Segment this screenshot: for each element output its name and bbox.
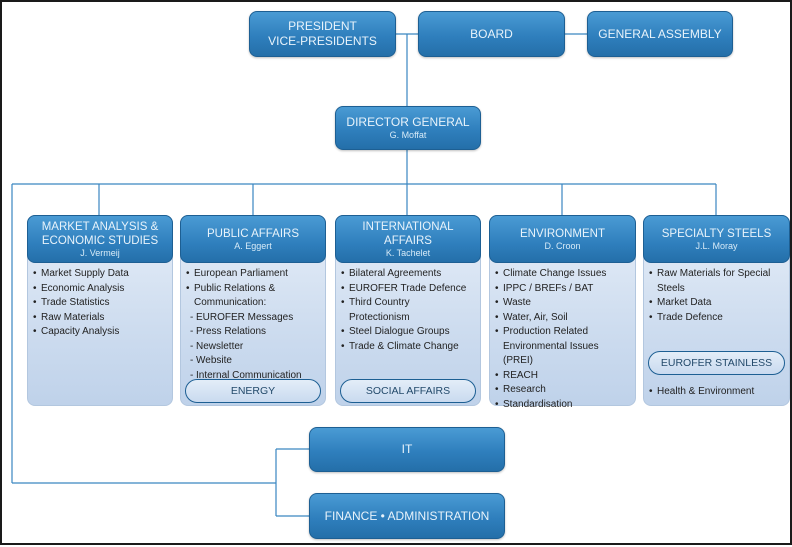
list-item: Environmental Issues (PREI): [503, 340, 599, 367]
list-item: Communication:: [194, 297, 267, 308]
list-item: REACH: [495, 369, 631, 384]
column-title: MARKET ANALYSIS &: [41, 220, 159, 233]
list-item: Climate Change Issues: [495, 267, 631, 282]
list-item: Bilateral Agreements: [341, 267, 476, 282]
list-item: EUROFER Trade Defence: [341, 282, 476, 297]
list-item: Newsletter: [186, 340, 321, 355]
list-item: Research: [495, 383, 631, 398]
responsibility-list: Raw Materials for SpecialSteelsMarket Da…: [649, 267, 785, 325]
sub-unit-pill: EUROFER STAINLESS: [648, 351, 785, 375]
responsibility-list: Climate Change IssuesIPPC / BREFs / BATW…: [495, 267, 631, 412]
it-label: IT: [401, 442, 413, 456]
column-head-name: J. Vermeij: [80, 247, 120, 258]
list-item: Production Related: [495, 325, 631, 340]
list-item: Steels: [657, 282, 685, 294]
list-item: Public Relations &: [186, 282, 321, 297]
it-box: IT: [309, 427, 505, 472]
sub-unit-pill: SOCIAL AFFAIRS: [340, 379, 476, 403]
board-box: BOARD: [418, 11, 565, 57]
list-item: Market Supply Data: [33, 267, 168, 282]
list-item: Steel Dialogue Groups: [341, 325, 476, 340]
finance-administration-box: FINANCE • ADMINISTRATION: [309, 493, 505, 539]
board-label: BOARD: [470, 26, 513, 41]
column-head-name: D. Croon: [544, 240, 581, 251]
director-general-box: DIRECTOR GENERAL G. Moffat: [335, 106, 481, 150]
list-item: European Parliament: [186, 267, 321, 282]
list-item: IPPC / BREFs / BAT: [495, 282, 631, 297]
list-item: Internal Communication: [186, 369, 321, 384]
list-item: Water, Air, Soil: [495, 311, 631, 326]
list-item: Waste: [495, 296, 631, 311]
column-title: AFFAIRS: [384, 234, 432, 247]
column-title: ECONOMIC STUDIES: [41, 234, 159, 247]
director-title: DIRECTOR GENERAL: [346, 115, 470, 129]
director-name: G. Moffat: [389, 130, 427, 140]
column-head-name: J.L. Moray: [695, 240, 738, 251]
list-item: Protectionism: [349, 311, 410, 323]
list-item: Trade Statistics: [33, 296, 168, 311]
president-label: PRESIDENT: [288, 19, 357, 33]
responsibility-list: Bilateral AgreementsEUROFER Trade Defenc…: [341, 267, 476, 354]
sub-unit-pill: ENERGY: [185, 379, 321, 403]
list-item: EUROFER Messages: [186, 311, 321, 326]
list-item: Trade Defence: [649, 311, 785, 326]
list-item: Press Relations: [186, 325, 321, 340]
list-item: Trade & Climate Change: [341, 340, 476, 355]
column-head-name: K. Tachelet: [385, 247, 431, 258]
column-title: ENVIRONMENT: [520, 227, 605, 240]
responsibility-list: Market Supply DataEconomic AnalysisTrade…: [33, 267, 168, 340]
list-item: Website: [186, 354, 321, 369]
list-item: Capacity Analysis: [33, 325, 168, 340]
list-item: Raw Materials: [33, 311, 168, 326]
list-item: Market Data: [649, 296, 785, 311]
finance-administration-label: FINANCE • ADMINISTRATION: [324, 508, 490, 523]
list-item: Raw Materials for Special: [649, 267, 785, 282]
column-title: PUBLIC AFFAIRS: [206, 227, 300, 240]
general-assembly-label: GENERAL ASSEMBLY: [598, 26, 722, 41]
column-head-name: A. Eggert: [234, 240, 272, 251]
column-title: SPECIALTY STEELS: [661, 227, 772, 240]
general-assembly-box: GENERAL ASSEMBLY: [587, 11, 733, 57]
list-item: Standardisation: [495, 398, 631, 413]
president-box: PRESIDENT VICE-PRESIDENTS: [249, 11, 396, 57]
responsibility-list-extra: Health & Environment: [649, 385, 785, 400]
list-item: Health & Environment: [649, 385, 785, 400]
vice-presidents-label: VICE-PRESIDENTS: [268, 34, 377, 48]
list-item: Economic Analysis: [33, 282, 168, 297]
list-item: Third Country: [341, 296, 476, 311]
responsibility-list: European ParliamentPublic Relations &Com…: [186, 267, 321, 383]
column-title: INTERNATIONAL: [362, 220, 454, 233]
